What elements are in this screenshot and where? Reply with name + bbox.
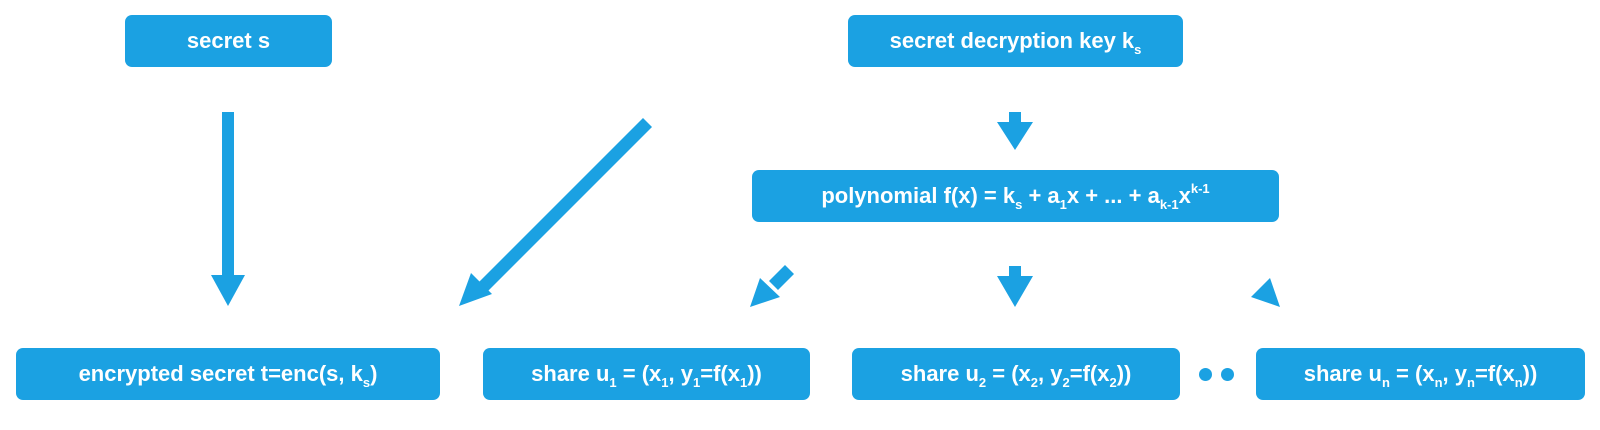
- encrypted-secret-label: encrypted secret t=enc(s, ks): [78, 361, 378, 390]
- arrow-secret-to-encrypted: [211, 112, 245, 306]
- secret-key-label: secret decryption key ks: [889, 28, 1142, 57]
- arrow-key-to-encrypted: [459, 118, 652, 306]
- secret-key-box: secret decryption key ks: [848, 15, 1183, 67]
- share-1-label: share u1 = (x1, y1=f(x1)): [531, 361, 762, 390]
- polynomial-label: polynomial f(x) = ks + a1x + ... + ak-1x…: [821, 181, 1210, 212]
- secret-box: secret s: [125, 15, 332, 67]
- ellipsis-dot-1: [1199, 368, 1212, 381]
- share-2-box: share u2 = (x2, y2=f(x2)): [852, 348, 1180, 400]
- encrypted-secret-box: encrypted secret t=enc(s, ks): [16, 348, 440, 400]
- arrow-polynomial-to-sharen: [1238, 265, 1280, 307]
- share-n-label: share un = (xn, yn=f(xn)): [1303, 361, 1538, 390]
- share-1-box: share u1 = (x1, y1=f(x1)): [483, 348, 810, 400]
- polynomial-box: polynomial f(x) = ks + a1x + ... + ak-1x…: [752, 170, 1279, 222]
- share-n-box: share un = (xn, yn=f(xn)): [1256, 348, 1585, 400]
- arrow-polynomial-to-share1: [750, 265, 794, 307]
- share-2-label: share u2 = (x2, y2=f(x2)): [900, 361, 1132, 390]
- secret-label: secret s: [186, 28, 271, 53]
- arrow-polynomial-to-share2: [997, 266, 1033, 307]
- ellipsis-dot-2: [1221, 368, 1234, 381]
- arrow-key-to-polynomial: [997, 112, 1033, 150]
